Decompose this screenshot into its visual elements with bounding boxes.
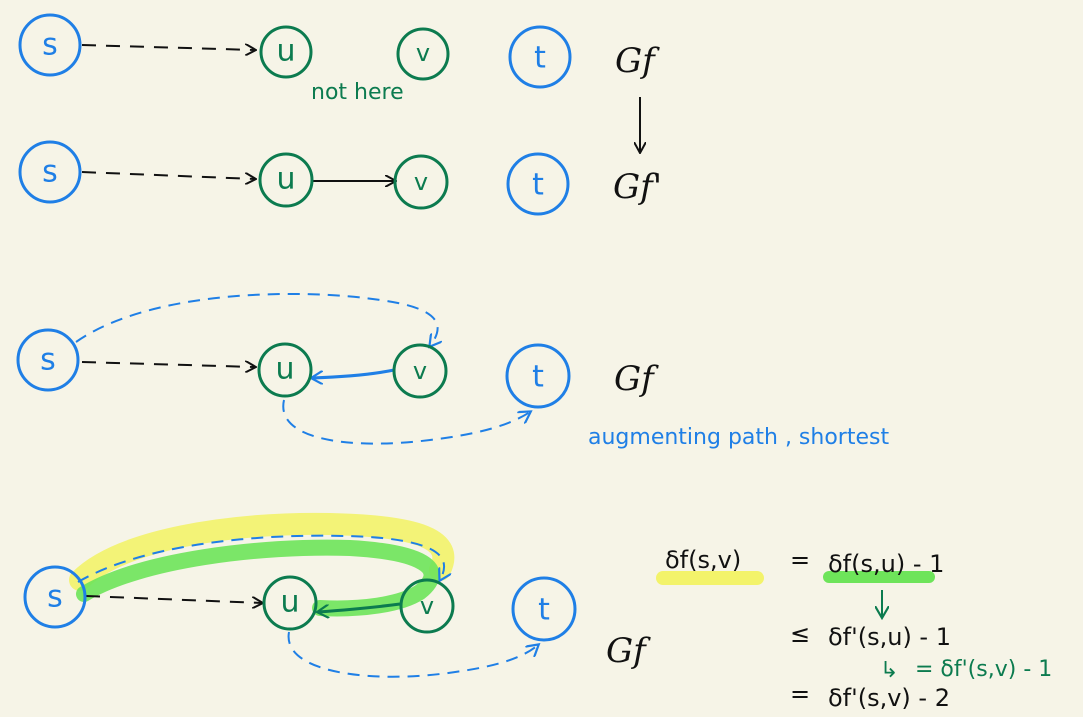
edge-v-u bbox=[318, 602, 401, 612]
graph-label-gf: Gf bbox=[615, 41, 660, 81]
node-s: s bbox=[18, 13, 82, 77]
node-u: u bbox=[258, 152, 314, 208]
node-u-label: u bbox=[276, 162, 295, 197]
node-t-label: t bbox=[538, 593, 550, 628]
node-u: u bbox=[257, 342, 313, 398]
eq-equals-2: = bbox=[790, 680, 810, 708]
node-t-label: t bbox=[532, 360, 544, 395]
green-highlight-path bbox=[76, 539, 440, 617]
node-u: u bbox=[259, 25, 313, 79]
node-s: s bbox=[18, 140, 82, 204]
node-t: t bbox=[506, 152, 570, 216]
rhs1-highlight bbox=[823, 571, 935, 583]
node-s-label: s bbox=[42, 155, 58, 190]
eq-rhs2-note: = δf'(s,v) - 1 bbox=[915, 657, 1052, 682]
edge-s-v-path bbox=[75, 293, 438, 346]
edge-u-t-path bbox=[282, 399, 530, 445]
node-v: v bbox=[396, 27, 450, 81]
row-3: s u v t Gf augmenting path , shortest bbox=[16, 293, 889, 450]
node-s-label: s bbox=[42, 28, 58, 63]
eq-le: ≤ bbox=[790, 620, 810, 648]
lhs-highlight bbox=[656, 571, 764, 585]
edge-u-t-path bbox=[287, 631, 538, 678]
row-2: s u v t Gf' bbox=[18, 140, 662, 216]
node-v: v bbox=[399, 578, 455, 634]
node-s-label: s bbox=[47, 580, 63, 615]
eq-rhs3: δf'(s,v) - 2 bbox=[828, 684, 950, 712]
node-u-label: u bbox=[276, 34, 295, 69]
graph-label-gf-prime: Gf' bbox=[613, 167, 662, 207]
node-t: t bbox=[505, 343, 571, 409]
node-s-label: s bbox=[40, 343, 56, 378]
node-t: t bbox=[508, 25, 572, 89]
edge-s-u-path bbox=[81, 171, 255, 179]
yellow-highlight-path bbox=[69, 512, 455, 591]
node-u: u bbox=[262, 575, 318, 631]
edge-s-u-path bbox=[85, 595, 262, 603]
eq-lhs: δf(s,v) bbox=[665, 546, 741, 574]
node-u-label: u bbox=[280, 585, 299, 620]
node-v-label: v bbox=[416, 39, 430, 67]
node-t-label: t bbox=[532, 168, 544, 203]
node-t: t bbox=[511, 576, 577, 642]
edge-s-v-path bbox=[77, 534, 444, 583]
augmenting-path-note: augmenting path , shortest bbox=[588, 425, 889, 450]
row-4: s u v t Gf bbox=[23, 512, 651, 678]
equations: δf(s,v) = δf(s,u) - 1 ≤ δf'(s,u) - 1 ↳ =… bbox=[656, 546, 1052, 712]
eq-rhs1: δf(s,u) - 1 bbox=[828, 550, 944, 578]
edge-v-u bbox=[312, 368, 395, 378]
row-1: s u v t not here Gf bbox=[18, 13, 660, 105]
node-v-label: v bbox=[414, 168, 428, 196]
node-s: s bbox=[16, 328, 80, 392]
graph-label-gf: Gf bbox=[606, 631, 651, 671]
node-u-label: u bbox=[275, 352, 294, 387]
eq-equals-1: = bbox=[790, 546, 810, 574]
graph-label-gf: Gf bbox=[614, 359, 659, 399]
edge-s-u-path bbox=[81, 45, 255, 50]
node-v-label: v bbox=[413, 357, 427, 385]
hook-arrow-icon: ↳ bbox=[880, 658, 898, 683]
eq-rhs2: δf'(s,u) - 1 bbox=[828, 623, 951, 651]
not-here-note: not here bbox=[311, 80, 404, 105]
node-v: v bbox=[392, 343, 448, 399]
node-s: s bbox=[23, 565, 87, 629]
node-v-label: v bbox=[420, 592, 434, 620]
node-v: v bbox=[393, 154, 449, 210]
node-t-label: t bbox=[534, 41, 546, 76]
edge-s-u-path bbox=[81, 362, 255, 367]
